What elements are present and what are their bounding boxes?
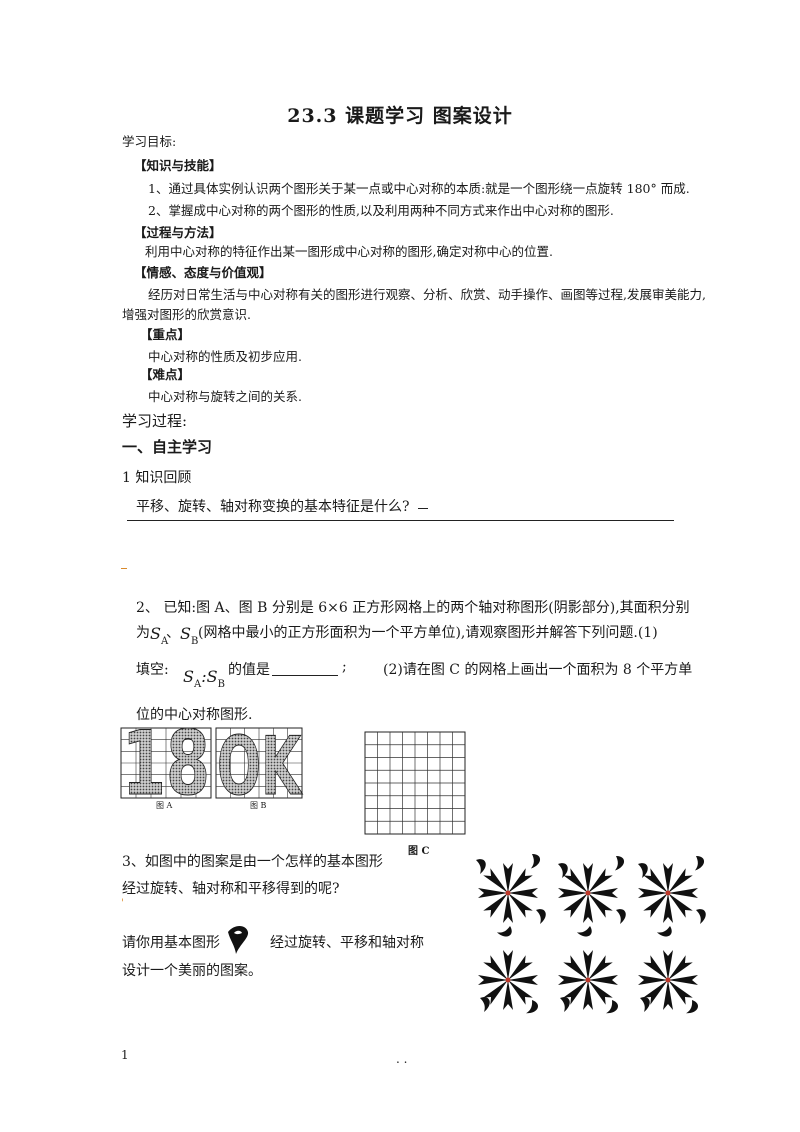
key-point-heading: 【重点】: [140, 327, 191, 342]
figure-a: 18: [120, 712, 212, 816]
question-1: 平移、旋转、轴对称变换的基本特征是什么?: [136, 499, 410, 515]
figure-b: OK: [215, 720, 303, 814]
emotion-line-1: 经历对日常生活与中心对称有关的图形进行观察、分析、欣赏、动手操作、画图等过程,发…: [148, 287, 706, 302]
question-3-line-3: 经过旋转、平移和轴对称: [270, 935, 424, 951]
question-3-line-1: 3、如图中的图案是由一个怎样的基本图形: [122, 854, 383, 870]
process-method-text: 利用中心对称的特征作出某一图形成中心对称的图形,确定对称中心的位置.: [145, 244, 553, 259]
key-point-text: 中心对称的性质及初步应用.: [148, 349, 302, 364]
fill-blank[interactable]: [272, 675, 338, 676]
knowledge-heading: 【知识与技能】: [134, 158, 222, 173]
difficulty-text: 中心对称与旋转之间的关系.: [148, 389, 302, 404]
ratio-expression: SA:SB: [183, 667, 225, 690]
process-method-heading: 【过程与方法】: [134, 225, 222, 240]
figure-c-label: 图 C: [408, 846, 430, 857]
answer-blank-start: [418, 508, 428, 509]
question-3-line-4: 设计一个美丽的图案。: [122, 963, 262, 979]
separator: 、: [166, 625, 180, 641]
process-label: 学习过程:: [122, 412, 188, 430]
knowledge-item-2: 2、掌握成中心对称的两个图形的性质,以及利用两种不同方式来作出中心对称的图形.: [148, 203, 614, 218]
flower-pattern: [476, 853, 706, 1018]
basic-shape-icon: [228, 926, 249, 954]
question-2-semicolon: ;: [342, 659, 347, 675]
question-2-part-2: (2)请在图 C 的网格上画出一个面积为 8 个平方单: [383, 662, 693, 678]
paragraph-mark-2: ': [121, 898, 124, 909]
question-3-line-3-prefix: 请你用基本图形: [122, 935, 220, 951]
figure-a-shape: 18: [122, 712, 210, 815]
knowledge-item-1: 1、通过具体实例认识两个图形关于某一点或中心对称的本质:就是一个图形绕一点旋转 …: [148, 181, 690, 196]
figure-c-grid[interactable]: [364, 731, 466, 835]
figure-a-label: 图 A: [156, 801, 173, 810]
area-sa: SA: [150, 624, 169, 647]
figure-b-label: 图 B: [250, 801, 267, 810]
area-sb: SB: [180, 624, 199, 647]
question-2-value-label: 的值是: [228, 662, 270, 678]
figure-b-shape: OK: [217, 720, 303, 813]
objectives-label: 学习目标:: [122, 134, 177, 149]
footer-dots: . .: [396, 1052, 408, 1066]
page-number: 1: [121, 1048, 129, 1062]
question-2-line-2: (网格中最小的正方形面积为一个平方单位),请观察图形并解答下列问题.(1): [198, 625, 658, 641]
question-3-line-2: 经过旋转、轴对称和平移得到的呢?: [122, 881, 340, 897]
question-2-fill-label: 填空:: [136, 662, 169, 678]
difficulty-heading: 【难点】: [140, 367, 191, 382]
section-heading: 一、自主学习: [122, 438, 213, 456]
question-2-line-4: 位的中心对称图形.: [136, 707, 253, 723]
page-title: 23.3 课题学习 图案设计: [287, 105, 513, 127]
emotion-heading: 【情感、态度与价值观】: [134, 265, 272, 280]
question-2-line-1: 2、 已知:图 A、图 B 分别是 6×6 正方形网格上的两个轴对称图形(阴影部…: [136, 600, 690, 616]
paragraph-mark: [121, 568, 127, 569]
review-label: 1 知识回顾: [122, 470, 192, 486]
question-2-line-2-prefix: 为: [136, 625, 150, 641]
answer-line: [127, 520, 674, 521]
emotion-line-2: 增强对图形的欣赏意识.: [122, 307, 251, 322]
